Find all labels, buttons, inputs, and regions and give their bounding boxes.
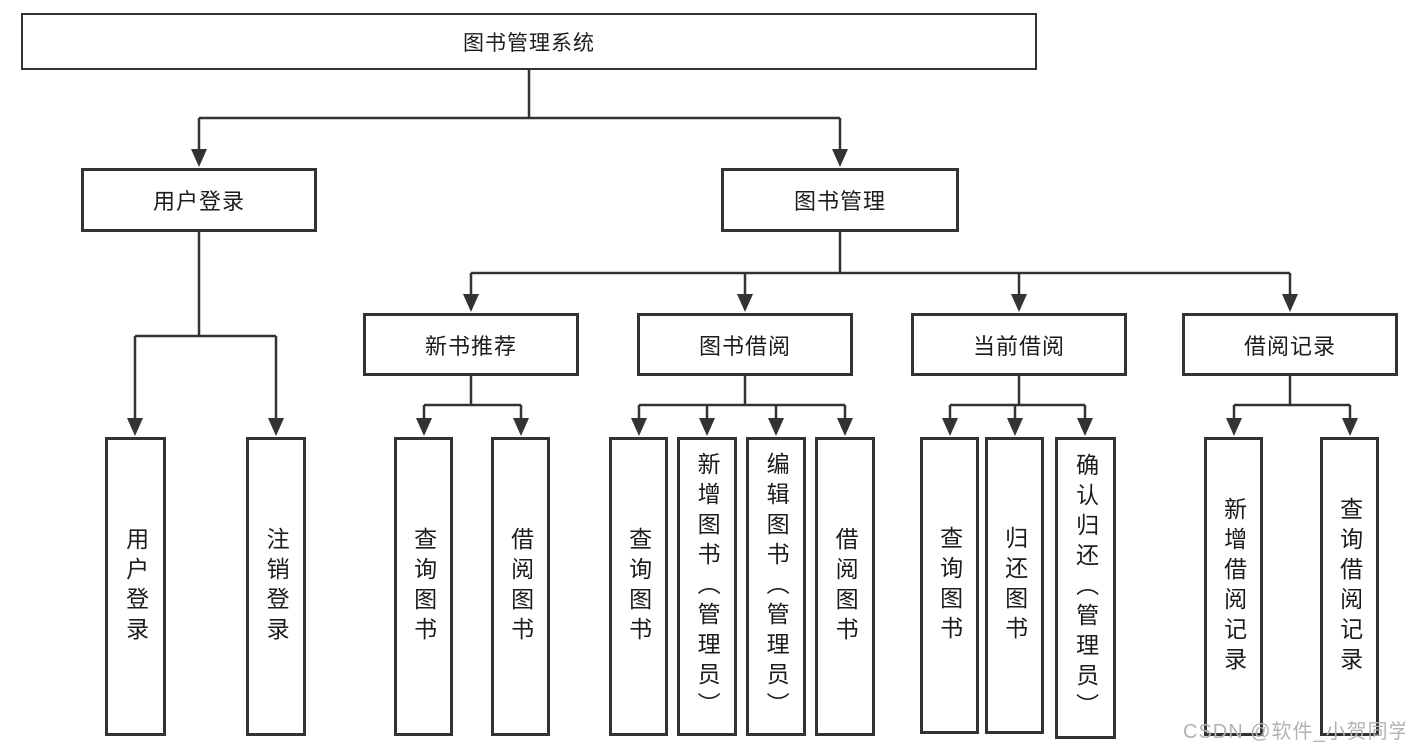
node-label: 新增借阅记录: [1220, 496, 1247, 677]
leaf-query-borrow-record: 查询借阅记录: [1320, 437, 1379, 736]
node-label: 当前借阅: [972, 333, 1065, 359]
leaf-add-borrow-record: 新增借阅记录: [1204, 437, 1263, 736]
node-label: 归还图书: [1001, 525, 1028, 646]
node-label: 用户登录: [122, 526, 149, 647]
node-label: 借阅图书: [832, 526, 859, 647]
node-label: 编辑图书（管理员）: [763, 451, 790, 722]
node-label: 新书推荐: [424, 333, 517, 359]
node-library-management-system: 图书管理系统: [21, 13, 1037, 70]
node-borrow-records: 借阅记录: [1182, 313, 1398, 376]
leaf-user-login: 用户登录: [105, 437, 166, 736]
node-book-management: 图书管理: [721, 168, 959, 232]
node-label: 借阅记录: [1243, 333, 1336, 359]
leaf-add-books-admin: 新增图书（管理员）: [677, 437, 737, 736]
leaf-edit-books-admin: 编辑图书（管理员）: [746, 437, 806, 736]
node-new-book-recommend: 新书推荐: [363, 313, 579, 376]
node-current-borrow: 当前借阅: [911, 313, 1127, 376]
node-label: 借阅图书: [507, 526, 534, 647]
node-label: 确认归还（管理员）: [1072, 453, 1099, 723]
leaf-query-books-2: 查询图书: [609, 437, 668, 736]
leaf-confirm-return-admin: 确认归还（管理员）: [1055, 437, 1116, 739]
leaf-borrow-books-2: 借阅图书: [815, 437, 875, 736]
node-book-borrow: 图书借阅: [637, 313, 853, 376]
node-label: 图书管理系统: [463, 31, 595, 55]
node-label: 查询借阅记录: [1336, 496, 1363, 677]
node-label: 注销登录: [263, 526, 290, 647]
node-label: 查询图书: [625, 526, 652, 647]
node-label: 查询图书: [936, 525, 963, 646]
arrowhead-icons: [127, 149, 1358, 436]
node-user-login: 用户登录: [81, 168, 317, 232]
csdn-watermark: CSDN @软件_小贺同学: [1183, 721, 1405, 743]
node-label: 新增图书（管理员）: [694, 451, 721, 722]
node-label: 查询图书: [410, 526, 437, 647]
node-label: 图书借阅: [698, 333, 791, 359]
leaf-return-books: 归还图书: [985, 437, 1044, 734]
leaf-query-books-3: 查询图书: [920, 437, 979, 734]
leaf-query-books-1: 查询图书: [394, 437, 453, 736]
leaf-borrow-books-1: 借阅图书: [491, 437, 550, 736]
node-label: 图书管理: [793, 189, 886, 214]
node-label: 用户登录: [152, 189, 245, 214]
leaf-logout: 注销登录: [246, 437, 306, 736]
